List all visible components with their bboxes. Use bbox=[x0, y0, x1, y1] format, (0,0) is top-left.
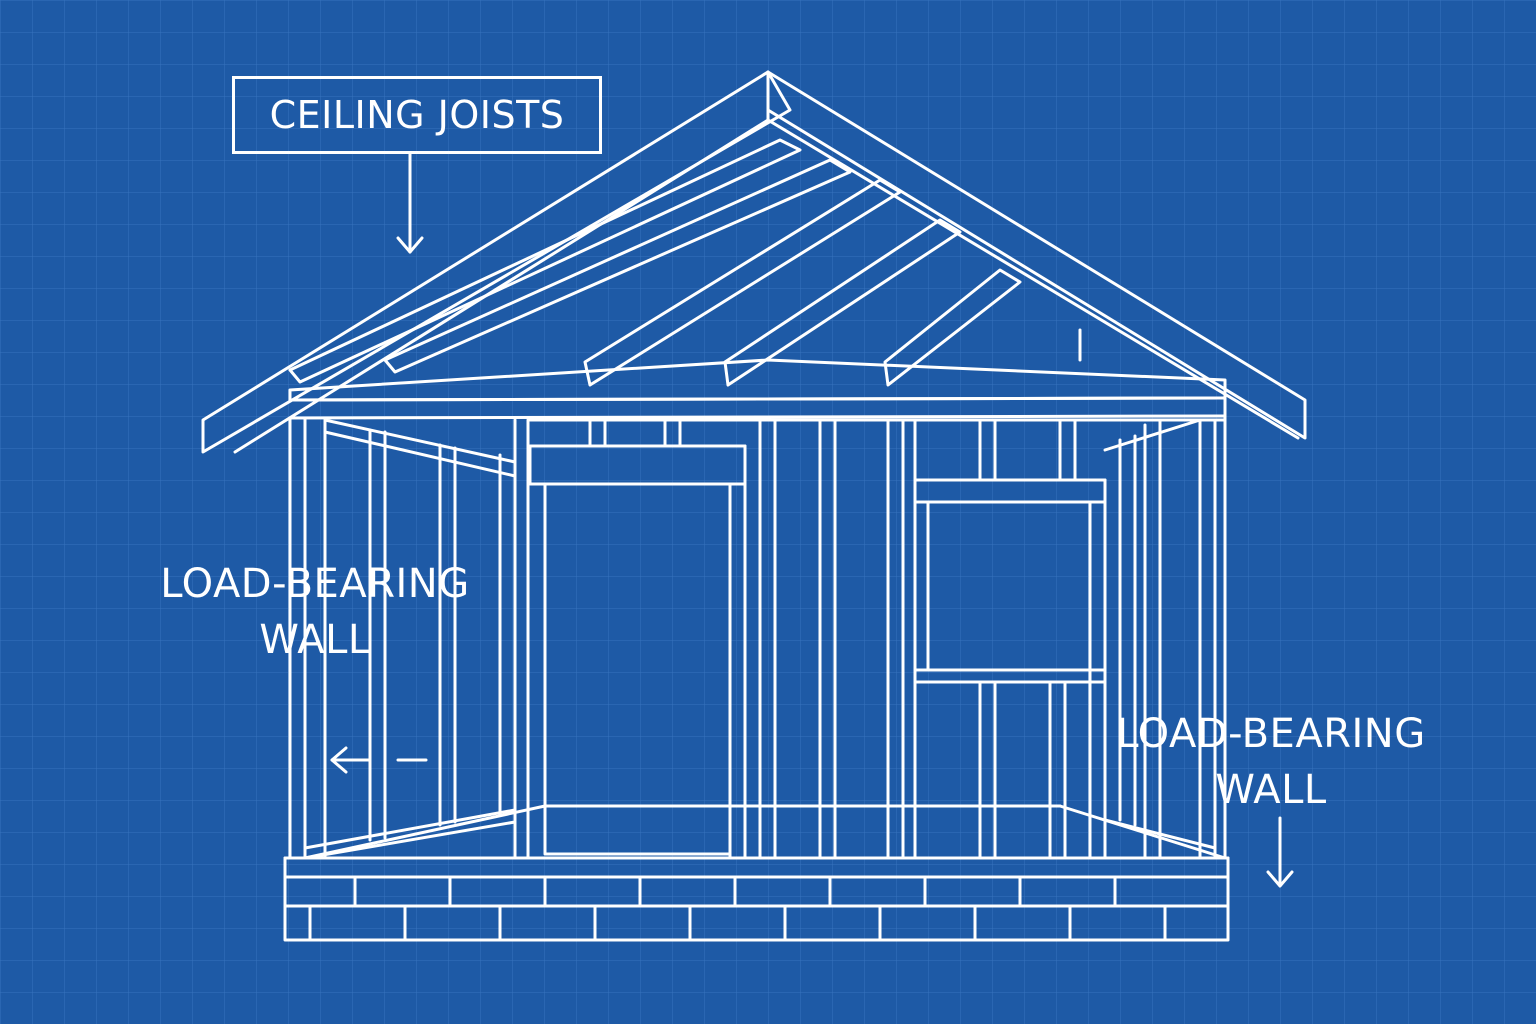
rafter bbox=[583, 178, 902, 387]
ceiling-plate bbox=[288, 358, 1227, 402]
top-plate-line bbox=[288, 414, 1227, 420]
ceiling-joists-text: CEILING JOISTS bbox=[269, 93, 565, 137]
roof-underside-right bbox=[766, 118, 1300, 440]
foundation-blocks-top bbox=[353, 875, 1117, 908]
ceiling-joists-label: CEILING JOISTS bbox=[232, 76, 602, 154]
foundation bbox=[283, 856, 1230, 942]
rafter bbox=[288, 138, 802, 384]
callout-arrows bbox=[330, 152, 1294, 888]
front-wall bbox=[528, 418, 1227, 860]
side-bottom-plate bbox=[303, 820, 517, 860]
right-wall-arrowhead bbox=[1266, 870, 1294, 888]
right-side-wall bbox=[1103, 396, 1227, 860]
right-wall-label-line1: LOAD-BEARING bbox=[1116, 711, 1426, 757]
rafter bbox=[383, 158, 852, 374]
right-load-bearing-wall-label: LOAD-BEARING WALL bbox=[1106, 706, 1436, 818]
roof-underside-left bbox=[233, 118, 770, 454]
rafters bbox=[288, 138, 1082, 387]
left-wall-label-line1: LOAD-BEARING bbox=[160, 561, 470, 607]
side-top-plate bbox=[323, 418, 517, 464]
ceiling-joists-arrowhead bbox=[396, 236, 424, 254]
rafter bbox=[723, 218, 962, 387]
side-bottom-plate bbox=[303, 808, 517, 850]
side-top-plate bbox=[323, 430, 517, 478]
right-wall-label-line2: WALL bbox=[1215, 767, 1327, 813]
left-wall-label-line2: WALL bbox=[259, 617, 371, 663]
roof-left-fascia bbox=[201, 70, 792, 454]
left-side-wall bbox=[288, 416, 530, 860]
rafter bbox=[883, 268, 1022, 387]
left-wall-arrowhead bbox=[330, 746, 348, 774]
foundation-outline bbox=[283, 856, 1230, 942]
roof bbox=[201, 70, 1307, 454]
side-top-plate bbox=[1103, 418, 1202, 452]
foundation-blocks-bottom bbox=[308, 904, 1167, 942]
left-load-bearing-wall-label: LOAD-BEARING WALL bbox=[150, 556, 480, 668]
top-plate-line bbox=[288, 396, 1227, 402]
